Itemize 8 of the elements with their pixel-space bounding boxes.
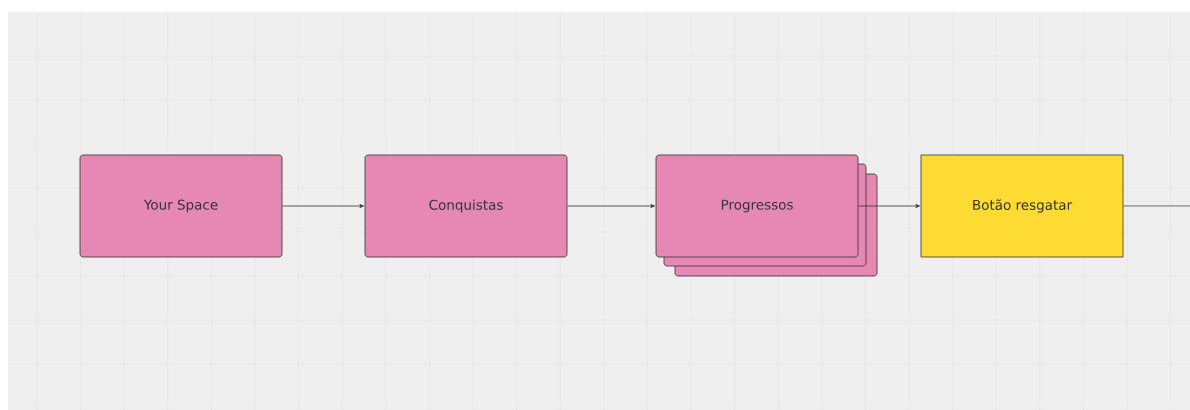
process-box: Your Space	[79, 154, 283, 258]
process-box: Botão resgatar	[920, 154, 1124, 258]
stacked-box: Progressos	[655, 154, 878, 277]
process-box: Conquistas	[364, 154, 568, 258]
connector-line	[1123, 205, 1190, 207]
arrow	[282, 204, 364, 208]
arrow	[858, 204, 920, 208]
arrow	[567, 204, 655, 208]
